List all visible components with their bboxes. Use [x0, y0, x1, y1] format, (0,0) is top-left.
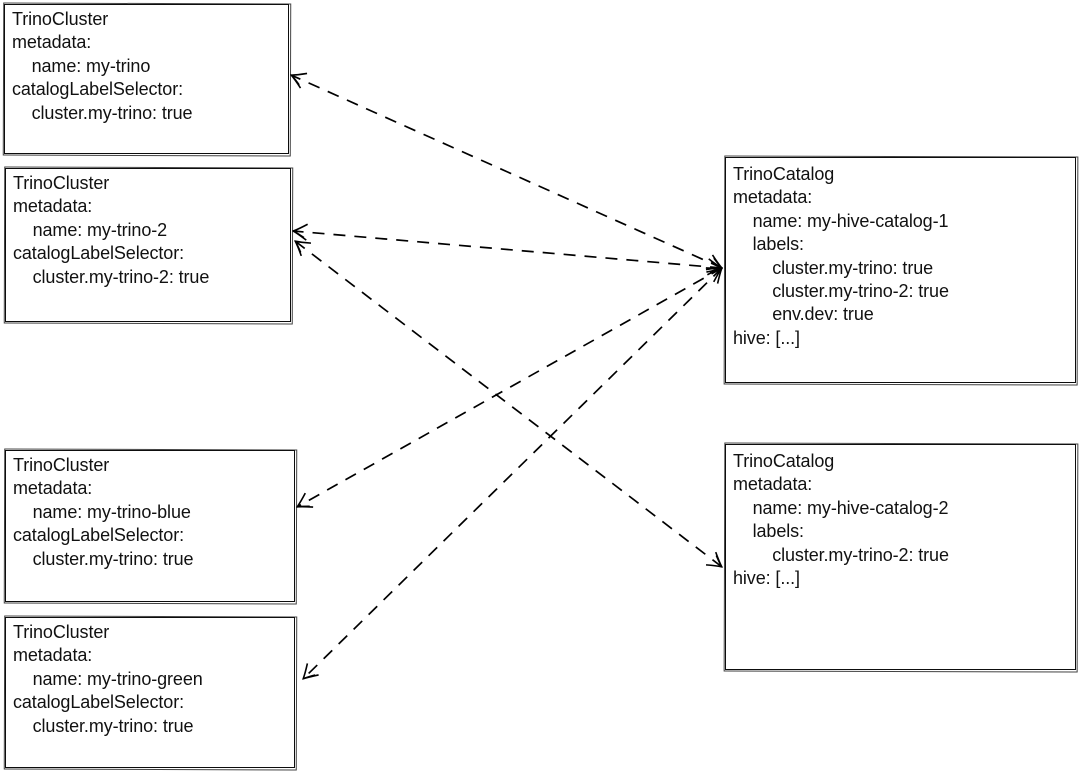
node-trino-cluster-my-trino: TrinoCluster metadata: name: my-trino ca… — [4, 4, 289, 154]
node-trino-cluster-my-trino-blue: TrinoCluster metadata: name: my-trino-bl… — [5, 450, 295, 602]
yaml-line: name: my-trino — [12, 55, 151, 76]
arrow-catalog1-to-my-trino-green — [303, 268, 722, 679]
arrow-catalog2-to-my-trino-2 — [295, 241, 722, 567]
yaml-line: labels: — [733, 521, 804, 542]
yaml-line: name: my-hive-catalog-2 — [733, 497, 949, 518]
arrow-catalog1-to-my-trino — [291, 75, 722, 268]
yaml-line: catalogLabelSelector: — [13, 243, 185, 264]
yaml-line: name: my-trino-green — [13, 668, 203, 689]
yaml-line: TrinoCluster — [12, 9, 109, 29]
node-trino-catalog-my-hive-catalog-1: TrinoCatalog metadata: name: my-hive-cat… — [725, 157, 1076, 383]
yaml-line: metadata: — [12, 32, 92, 53]
yaml-line: metadata: — [13, 645, 93, 666]
yaml-line: metadata: — [13, 478, 93, 499]
yaml-line: cluster.my-trino: true — [12, 102, 193, 123]
yaml-line: cluster.my-trino-2: true — [733, 544, 949, 565]
yaml-line: labels: — [733, 234, 804, 255]
yaml-line: metadata: — [13, 196, 93, 217]
node-trino-cluster-my-trino-green: TrinoCluster metadata: name: my-trino-gr… — [5, 617, 295, 768]
yaml-line: TrinoCatalog — [733, 164, 835, 184]
yaml-line: cluster.my-trino-2: true — [733, 281, 949, 302]
yaml-line: cluster.my-trino: true — [13, 548, 194, 569]
yaml-line: cluster.my-trino: true — [733, 257, 934, 278]
yaml-line: metadata: — [733, 474, 813, 495]
yaml-line: TrinoCluster — [13, 622, 110, 642]
yaml-line: name: my-hive-catalog-1 — [733, 210, 949, 231]
yaml-line: hive: [...] — [733, 327, 800, 348]
yaml-line: env.dev: true — [733, 304, 874, 325]
node-trino-catalog-my-hive-catalog-2: TrinoCatalog metadata: name: my-hive-cat… — [725, 444, 1076, 670]
yaml-line: TrinoCluster — [13, 173, 110, 193]
node-trino-cluster-my-trino-2: TrinoCluster metadata: name: my-trino-2 … — [5, 168, 291, 322]
yaml-line: hive: [...] — [733, 568, 800, 589]
yaml-line: name: my-trino-blue — [13, 501, 191, 522]
yaml-line: TrinoCatalog — [733, 451, 835, 471]
yaml-line: metadata: — [733, 187, 813, 208]
yaml-line: catalogLabelSelector: — [13, 692, 185, 713]
yaml-line: TrinoCluster — [13, 455, 110, 475]
arrow-catalog1-to-my-trino-blue — [297, 268, 722, 507]
yaml-line: cluster.my-trino-2: true — [13, 266, 210, 287]
yaml-line: catalogLabelSelector: — [13, 525, 185, 546]
arrow-catalog1-to-my-trino-2 — [293, 231, 722, 268]
yaml-line: catalogLabelSelector: — [12, 79, 184, 100]
yaml-line: name: my-trino-2 — [13, 219, 168, 240]
yaml-line: cluster.my-trino: true — [13, 715, 194, 736]
